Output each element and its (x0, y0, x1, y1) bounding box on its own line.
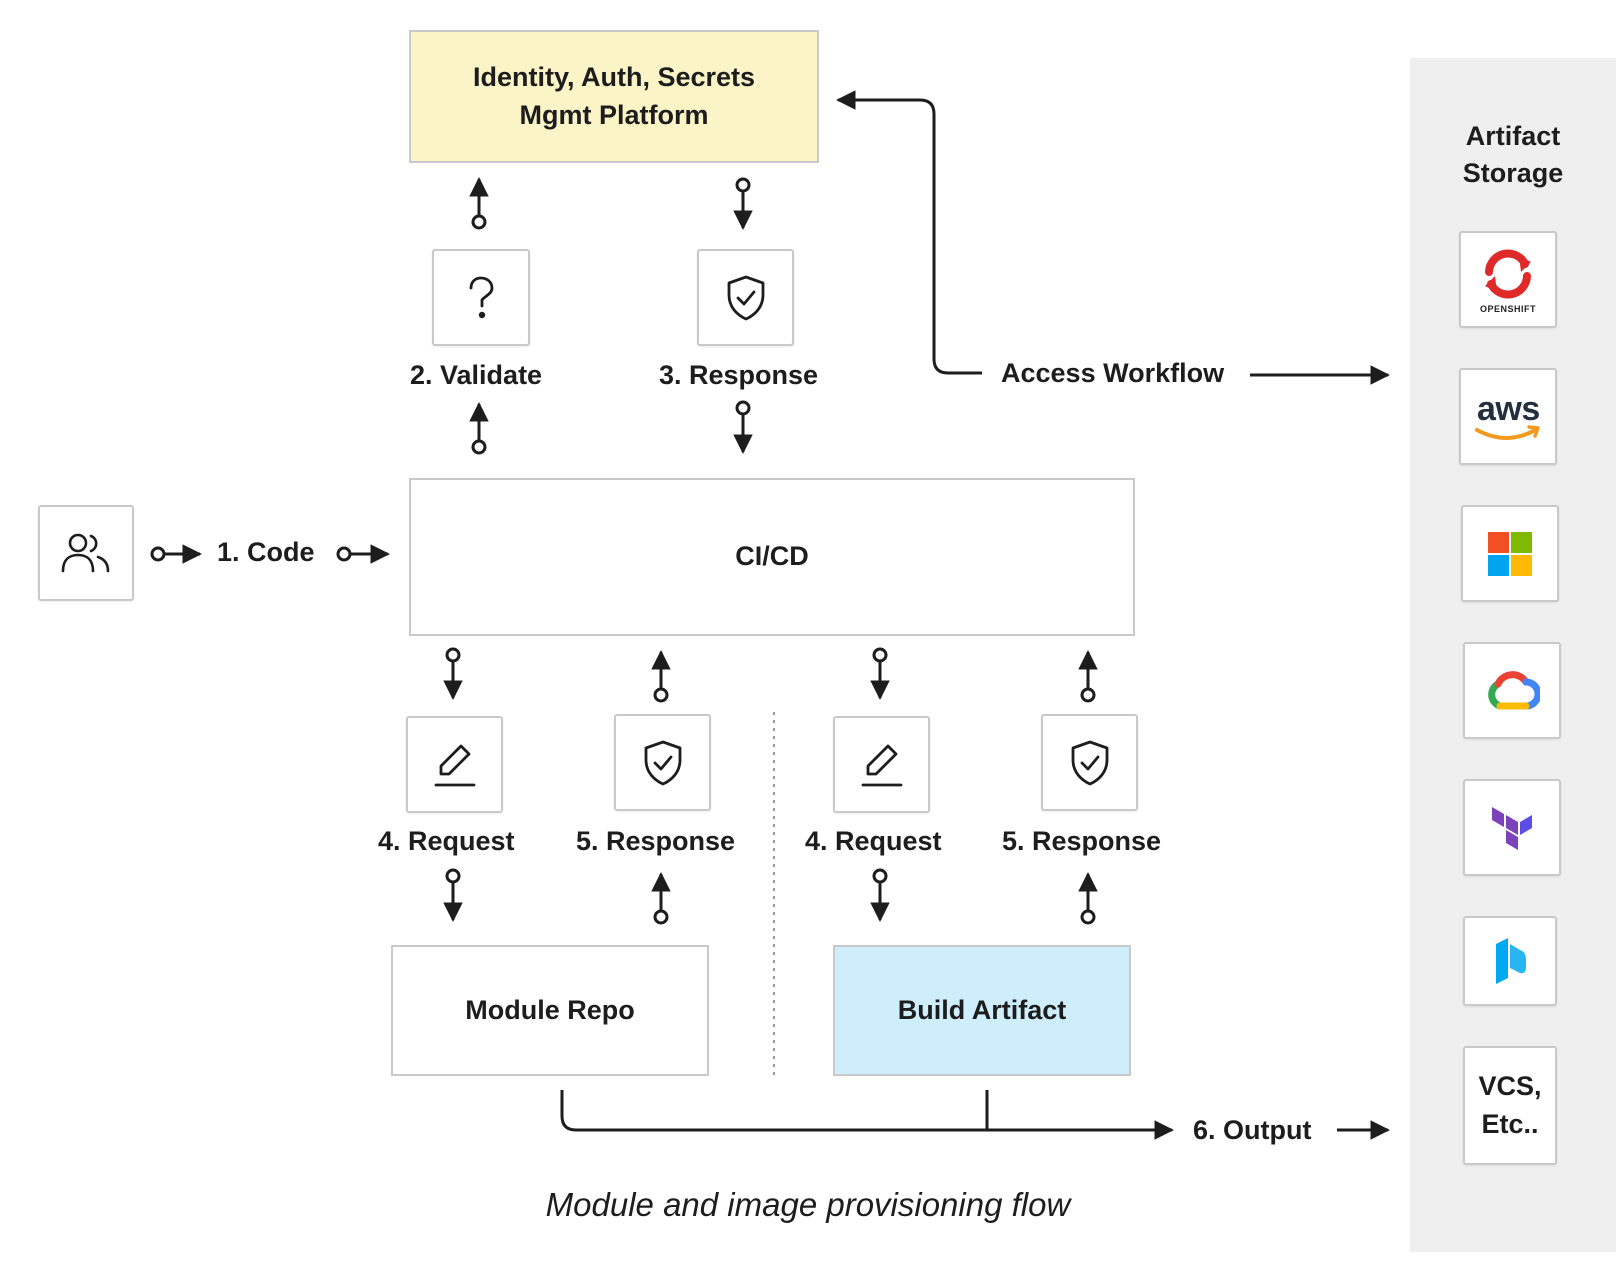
response-5a-tile (614, 714, 711, 811)
openshift-tile: OPENSHIFT (1459, 231, 1557, 328)
label-request-4a: 4. Request (378, 826, 515, 856)
pencil-icon (861, 744, 902, 786)
label-request-4b: 4. Request (805, 826, 942, 856)
users-icon (61, 533, 110, 573)
terraform-icon (1492, 806, 1532, 850)
cicd-box: CI/CD (409, 478, 1135, 636)
validate-tile (432, 249, 530, 346)
request-b-tile (833, 716, 930, 813)
response-5b-tile (1041, 714, 1138, 811)
question-icon (469, 276, 494, 318)
aws-tile: aws (1459, 368, 1557, 465)
label-access-workflow: Access Workflow (1001, 358, 1225, 388)
microsoft-icon (1488, 531, 1532, 576)
vcs-label: VCS, Etc.. (1478, 1070, 1542, 1139)
aws-smile-icon (1475, 424, 1540, 440)
shield-check-icon (727, 275, 764, 320)
build-artifact-box: Build Artifact (833, 945, 1131, 1076)
microsoft-tile (1461, 505, 1559, 602)
terraform-tile (1463, 779, 1561, 876)
label-response-5b: 5. Response (1002, 826, 1162, 856)
module-repo-box: Module Repo (391, 945, 709, 1076)
google-cloud-tile (1463, 642, 1561, 739)
packer-tile (1463, 916, 1557, 1006)
pencil-icon (434, 744, 475, 786)
label-output: 6. Output (1193, 1115, 1312, 1145)
aws-wordmark: aws (1477, 389, 1540, 428)
diagram-caption: Module and image provisioning flow (545, 1186, 1071, 1223)
label-validate: 2. Validate (410, 360, 543, 390)
openshift-wordmark: OPENSHIFT (1479, 303, 1536, 314)
google-cloud-icon (1488, 670, 1540, 709)
response-3-tile (697, 249, 794, 346)
users-tile (38, 505, 134, 601)
shield-check-icon (1071, 740, 1108, 785)
openshift-icon (1485, 248, 1531, 299)
label-code: 1. Code (217, 537, 315, 567)
shield-check-icon (644, 740, 681, 785)
vcs-tile: VCS, Etc.. (1463, 1046, 1557, 1165)
identity-platform-box: Identity, Auth, Secrets Mgmt Platform (409, 30, 819, 163)
request-a-tile (406, 716, 503, 813)
packer-icon (1496, 938, 1526, 984)
label-response-5a: 5. Response (576, 826, 736, 856)
label-response-3: 3. Response (659, 360, 819, 390)
artifact-storage-title: Artifact Storage (1462, 121, 1564, 189)
